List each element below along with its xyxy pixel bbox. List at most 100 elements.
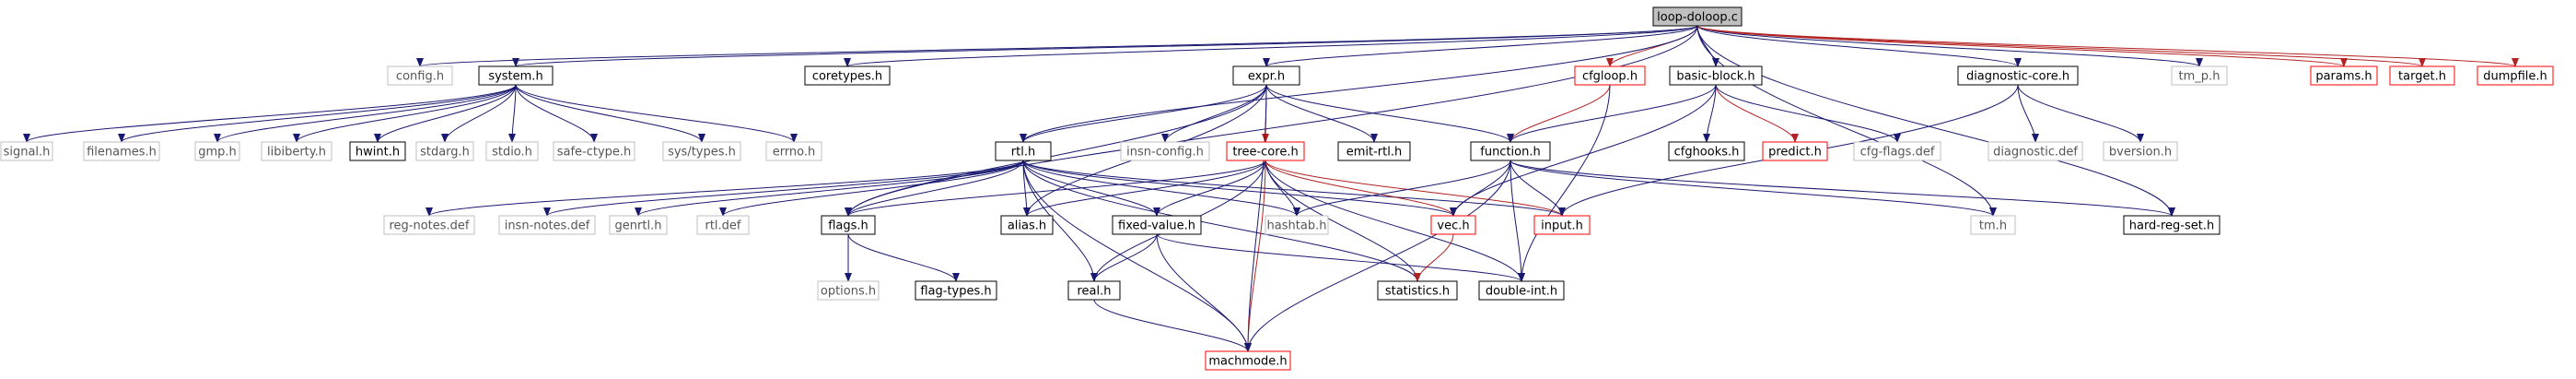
node-system-h[interactable]: system.h <box>478 65 554 86</box>
edge-tree-core-h-to-input-h <box>1265 160 1566 217</box>
node-label-dumpfile-h: dumpfile.h <box>2483 70 2547 84</box>
node-label-config-h: config.h <box>396 70 444 84</box>
node-genrtl-h[interactable]: genrtl.h <box>609 215 668 235</box>
node-double-int-h[interactable]: double-int.h <box>1478 280 1565 301</box>
node-tree-core-h[interactable]: tree-core.h <box>1226 141 1305 161</box>
node-hashtab-h[interactable]: hashtab.h <box>1265 215 1329 235</box>
node-target-h[interactable]: target.h <box>2389 65 2455 86</box>
node-box-target-h <box>2389 65 2455 86</box>
node-box-rtl-h <box>995 141 1052 161</box>
node-safe-ctype-h[interactable]: safe-ctype.h <box>553 141 635 161</box>
node-predict-h[interactable]: predict.h <box>1762 141 1828 161</box>
edge-rtl-h-to-insn-notes-def <box>543 160 1024 217</box>
edge-system-h-to-filenames-h <box>118 84 517 143</box>
node-label-tree-core-h: tree-core.h <box>1232 146 1298 160</box>
node-cfghooks-h[interactable]: cfghooks.h <box>1668 141 1745 161</box>
node-label-cfg-flags-def: cfg-flags.def <box>1860 146 1935 160</box>
node-statistics-h[interactable]: statistics.h <box>1377 280 1458 301</box>
edge-rtl-h-to-hashtab-h <box>1022 160 1300 217</box>
node-label-insn-notes-def: insn-notes.def <box>505 219 590 233</box>
node-label-signal-h: signal.h <box>4 146 51 160</box>
node-label-cfgloop-h: cfgloop.h <box>1582 70 1638 84</box>
node-box-gmp-h <box>194 141 240 161</box>
node-label-rtl-def: rtl.def <box>705 219 740 233</box>
node-label-errno-h: errno.h <box>773 146 816 160</box>
node-dumpfile-h[interactable]: dumpfile.h <box>2477 65 2554 86</box>
node-box-bversion-h <box>2103 141 2178 161</box>
edge-rtl-h-to-flags-h <box>845 160 1024 217</box>
node-box-predict-h <box>1762 141 1828 161</box>
node-box-insn-config-h <box>1120 141 1210 161</box>
node-fixed-value-h[interactable]: fixed-value.h <box>1112 215 1202 235</box>
node-config-h[interactable]: config.h <box>387 65 453 86</box>
node-box-function-h <box>1470 141 1551 161</box>
node-expr-h[interactable]: expr.h <box>1232 65 1300 86</box>
node-function-h[interactable]: function.h <box>1470 141 1551 161</box>
node-tm-p-h[interactable]: tm_p.h <box>2171 65 2228 86</box>
node-label-function-h: function.h <box>1480 146 1540 160</box>
node-hard-reg-set-h[interactable]: hard-reg-set.h <box>2123 215 2220 235</box>
node-reg-notes-def[interactable]: reg-notes.def <box>383 215 475 235</box>
node-coretypes-h[interactable]: coretypes.h <box>804 65 891 86</box>
node-vec-h[interactable]: vec.h <box>1430 215 1476 235</box>
node-box-cfgloop-h <box>1574 65 1646 86</box>
node-diagnostic-core-h[interactable]: diagnostic-core.h <box>1957 65 2079 86</box>
node-signal-h[interactable]: signal.h <box>0 141 53 161</box>
edge-system-h-to-signal-h <box>23 84 517 143</box>
node-box-system-h <box>478 65 554 86</box>
node-params-h[interactable]: params.h <box>2310 65 2378 86</box>
node-label-gmp-h: gmp.h <box>198 146 237 160</box>
edge-loop-doloop-to-rtl-h <box>1020 25 1698 143</box>
node-filenames-h[interactable]: filenames.h <box>83 141 160 161</box>
node-machmode-h[interactable]: machmode.h <box>1205 350 1291 371</box>
node-bversion-h[interactable]: bversion.h <box>2103 141 2178 161</box>
edge-function-h-to-machmode-h <box>1244 160 1511 352</box>
node-basic-block-h[interactable]: basic-block.h <box>1669 65 1763 86</box>
node-flags-h[interactable]: flags.h <box>821 215 876 235</box>
edge-basic-block-h-to-predict-h <box>1715 84 1799 143</box>
node-diagnostic-def[interactable]: diagnostic.def <box>1987 141 2083 161</box>
edge-fixed-value-h-to-real-h <box>1090 233 1158 282</box>
edge-fixed-value-h-to-machmode-h <box>1156 233 1252 352</box>
node-libiberty-h[interactable]: libiberty.h <box>261 141 332 161</box>
node-label-hwint-h: hwint.h <box>356 146 400 160</box>
node-label-machmode-h: machmode.h <box>1208 355 1287 369</box>
node-stdarg-h[interactable]: stdarg.h <box>415 141 474 161</box>
node-box-tm-h <box>1970 215 2016 235</box>
edge-rtl-h-to-input-h <box>1022 160 1566 217</box>
node-sys-types-h[interactable]: sys/types.h <box>662 141 741 161</box>
edge-function-h-to-input-h <box>1509 160 1566 217</box>
edge-tree-core-h-to-fixed-value-h <box>1153 160 1266 217</box>
node-box-flag-types-h <box>915 280 997 301</box>
node-label-expr-h: expr.h <box>1248 70 1285 84</box>
node-emit-rtl-h[interactable]: emit-rtl.h <box>1337 141 1411 161</box>
node-box-genrtl-h <box>609 215 668 235</box>
edge-loop-doloop-to-dumpfile-h <box>1696 25 2519 67</box>
node-cfgloop-h[interactable]: cfgloop.h <box>1574 65 1646 86</box>
edge-expr-h-to-rtl-h <box>1020 84 1267 143</box>
node-real-h[interactable]: real.h <box>1067 280 1121 301</box>
edge-loop-doloop-to-tm-h <box>1696 25 1997 217</box>
node-alias-h[interactable]: alias.h <box>1000 215 1054 235</box>
node-input-h[interactable]: input.h <box>1533 215 1591 235</box>
node-stdio-h[interactable]: stdio.h <box>485 141 539 161</box>
node-errno-h[interactable]: errno.h <box>765 141 822 161</box>
edge-function-h-to-double-int-h <box>1509 160 1525 282</box>
node-gmp-h[interactable]: gmp.h <box>194 141 240 161</box>
node-box-flags-h <box>821 215 876 235</box>
node-insn-notes-def[interactable]: insn-notes.def <box>498 215 596 235</box>
node-rtl-h[interactable]: rtl.h <box>995 141 1052 161</box>
node-cfg-flags-def[interactable]: cfg-flags.def <box>1853 141 1941 161</box>
node-insn-config-h[interactable]: insn-config.h <box>1120 141 1210 161</box>
node-label-tm-h: tm.h <box>1979 219 2007 233</box>
node-hwint-h[interactable]: hwint.h <box>349 141 406 161</box>
node-options-h[interactable]: options.h <box>817 280 880 301</box>
node-label-insn-config-h: insn-config.h <box>1126 146 1204 160</box>
node-tm-h[interactable]: tm.h <box>1970 215 2016 235</box>
node-flag-types-h[interactable]: flag-types.h <box>915 280 997 301</box>
edge-system-h-to-stdarg-h <box>441 84 517 143</box>
edge-rtl-h-to-statistics-h <box>1022 160 1421 282</box>
node-rtl-def[interactable]: rtl.def <box>696 215 750 235</box>
node-label-emit-rtl-h: emit-rtl.h <box>1346 146 1403 160</box>
